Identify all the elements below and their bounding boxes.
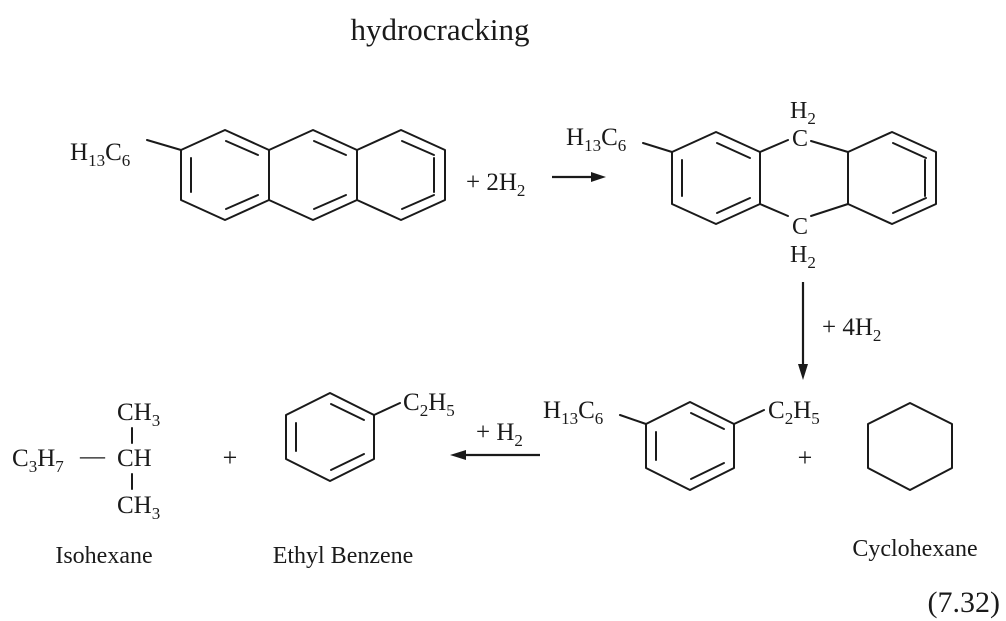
reagent-plus-4h2: + 4H2 [822, 314, 881, 345]
dihydro-right-ring [847, 131, 937, 225]
ethylbenzene-label: Ethyl Benzene [273, 543, 414, 569]
cyclohexane-label: Cyclohexane [852, 536, 977, 562]
plus-sign-isohexane: + [223, 443, 238, 472]
substituent-h13c6-anthracene: H13C6 [70, 139, 130, 170]
ch2-bottom-label: H2 [790, 242, 816, 272]
substituent-c2h5-benzene: C2H5 [768, 397, 820, 428]
substituent-h13c6-benzene: H13C6 [543, 397, 603, 428]
disubstituted-benzene-structure: H13C6 C2H5 [543, 397, 820, 491]
scheme-title: hydrocracking [350, 12, 529, 47]
isohexane-bottom-ch3: CH3 [117, 492, 160, 523]
ethylbenzene-ring [285, 392, 375, 482]
substituent-bond [146, 139, 182, 151]
isohexane-center-ch: CH [117, 445, 152, 472]
dihydro-anthracene-structure: H13C6 H2 C C H2 [566, 98, 937, 272]
isohexane-c3h7: C3H7 [12, 445, 64, 476]
reaction-arrow-2 [798, 282, 808, 380]
dihydro-aromatic-ring [671, 131, 761, 225]
reagent-plus-h2: + H2 [476, 419, 523, 450]
reaction-arrow-3 [450, 450, 540, 460]
ch2-top-label: H2 [790, 98, 816, 128]
equation-number: (7.32) [928, 586, 1000, 619]
alkyl-anthracene-structure: H13C6 [70, 129, 446, 221]
isohexane-structure: CH3 C3H7 — CH CH3 [12, 399, 160, 523]
ch2-bottom-carbon: C [792, 214, 808, 240]
isohexane-label: Isohexane [55, 543, 152, 569]
anthracene-ring-a [180, 129, 270, 221]
substituent-h13c6-dihydro: H13C6 [566, 124, 626, 155]
isohexane-dash: — [79, 443, 106, 470]
reagent-plus-2h2: + 2H2 [466, 169, 525, 200]
substituent-c2h5-ethylbenzene: C2H5 [403, 389, 455, 420]
cyclohexane-ring [867, 402, 953, 491]
ch2-top-carbon: C [792, 126, 808, 152]
plus-sign-cyclohexane: + [798, 443, 813, 472]
ethylbenzene-structure: C2H5 [285, 389, 455, 482]
anthracene-ring-b [268, 129, 358, 221]
anthracene-ring-c [356, 129, 446, 221]
reaction-arrow-1 [552, 172, 606, 182]
disubstituted-benzene-ring [645, 401, 735, 491]
isohexane-top-ch3: CH3 [117, 399, 160, 430]
